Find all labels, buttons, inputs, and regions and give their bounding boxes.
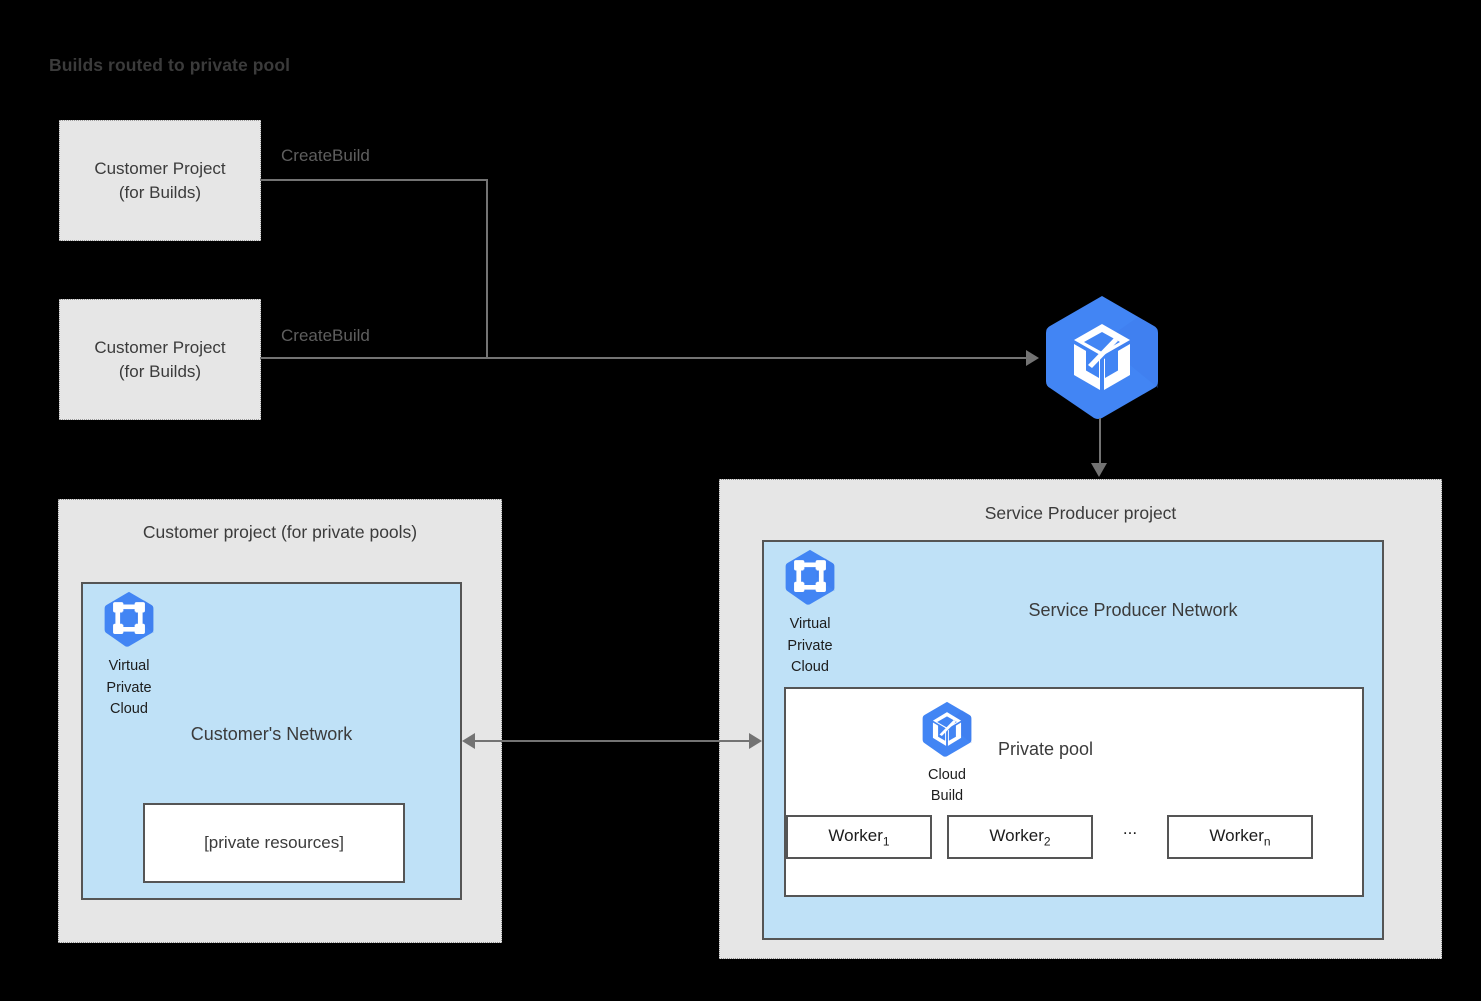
cloud-build-label-line2: Build [930, 788, 964, 804]
worker-ellipsis: ... [1122, 819, 1138, 838]
vpc-label-line2: Private [787, 637, 833, 654]
virtual-private-cloud-icon [93, 589, 165, 654]
private-resources-label: [private resources] [204, 833, 344, 852]
cloudbuild-to-producer-arrowhead-icon [1091, 463, 1107, 477]
worker-name: Worker [1209, 825, 1264, 845]
worker-subscript: 1 [882, 834, 890, 849]
worker-label: Worker2 [989, 826, 1050, 848]
createbuild-connector-1-vertical [486, 179, 488, 359]
service-producer-project: Service Producer project [719, 479, 1442, 959]
customers-network-name: Customer's Network [190, 724, 353, 744]
customer-build-project-box-1: Customer Project (for Builds) [59, 120, 261, 241]
service-producer-vpc-group: Virtual Private Cloud [774, 547, 846, 679]
service-producer-network-name: Service Producer Network [1028, 600, 1238, 620]
worker-box-2: Worker2 [947, 815, 1093, 859]
service-producer-vpc-label: Virtual Private Cloud [774, 614, 846, 679]
page-title: Builds routed to private pool [49, 55, 291, 75]
vpc-label-line2: Private [106, 679, 152, 696]
vpc-label-line1: Virtual [108, 658, 150, 674]
createbuild-connector-1-horizontal [260, 179, 488, 181]
customer-build-project-label-line1: Customer Project [94, 337, 226, 357]
vpc-label-line1: Virtual [789, 616, 831, 632]
private-pool-cloud-build-group: Cloud Build [914, 699, 980, 807]
customers-network-box: Virtual Private Cloud Customer's Network… [81, 582, 462, 900]
worker-name: Worker [828, 825, 883, 845]
private-pool-cloud-build-label: Cloud Build [914, 765, 980, 807]
network-peering-arrowhead-left-icon [462, 733, 475, 749]
createbuild-edge-label-1: CreateBuild [281, 146, 370, 165]
cloudbuild-to-producer-connector [1099, 418, 1101, 466]
worker-subscript: n [1263, 834, 1271, 849]
worker-box-n: Workern [1167, 815, 1313, 859]
customers-vpc-label: Virtual Private Cloud [93, 656, 165, 721]
service-producer-project-title: Service Producer project [984, 503, 1177, 523]
cloud-build-icon [914, 699, 980, 764]
customers-vpc-group: Virtual Private Cloud [93, 589, 165, 721]
customer-build-project-label-line2: (for Builds) [118, 182, 202, 202]
service-producer-network-box: Virtual Private Cloud Service Producer N… [762, 540, 1384, 940]
vpc-label-line3: Cloud [110, 701, 148, 717]
worker-label: Worker1 [828, 826, 889, 848]
private-resources-box: [private resources] [143, 803, 405, 883]
cloud-build-label-line1: Cloud [928, 767, 966, 783]
private-pool-box: Cloud Build Private pool Worker1 Worker2… [784, 687, 1364, 897]
worker-box-1: Worker1 [786, 815, 932, 859]
private-pool-name: Private pool [998, 739, 1094, 759]
worker-subscript: 2 [1043, 834, 1051, 849]
createbuild-edge-label-2: CreateBuild [281, 326, 370, 345]
createbuild-arrowhead-icon [1026, 350, 1039, 366]
createbuild-connector-2-horizontal [260, 357, 1035, 359]
virtual-private-cloud-icon [774, 547, 846, 612]
customer-private-pools-project: Customer project (for private pools) [58, 499, 502, 943]
customer-build-project-box-2: Customer Project (for Builds) [59, 299, 261, 420]
customer-build-project-label-line2: (for Builds) [118, 361, 202, 381]
cloud-build-icon [1042, 292, 1162, 422]
network-peering-arrowhead-right-icon [749, 733, 762, 749]
vpc-label-line3: Cloud [791, 659, 829, 675]
customer-private-pools-project-title: Customer project (for private pools) [142, 522, 418, 542]
network-peering-connector [472, 740, 752, 742]
worker-label: Workern [1209, 826, 1270, 848]
customer-build-project-label-line1: Customer Project [94, 158, 226, 178]
worker-name: Worker [989, 825, 1044, 845]
